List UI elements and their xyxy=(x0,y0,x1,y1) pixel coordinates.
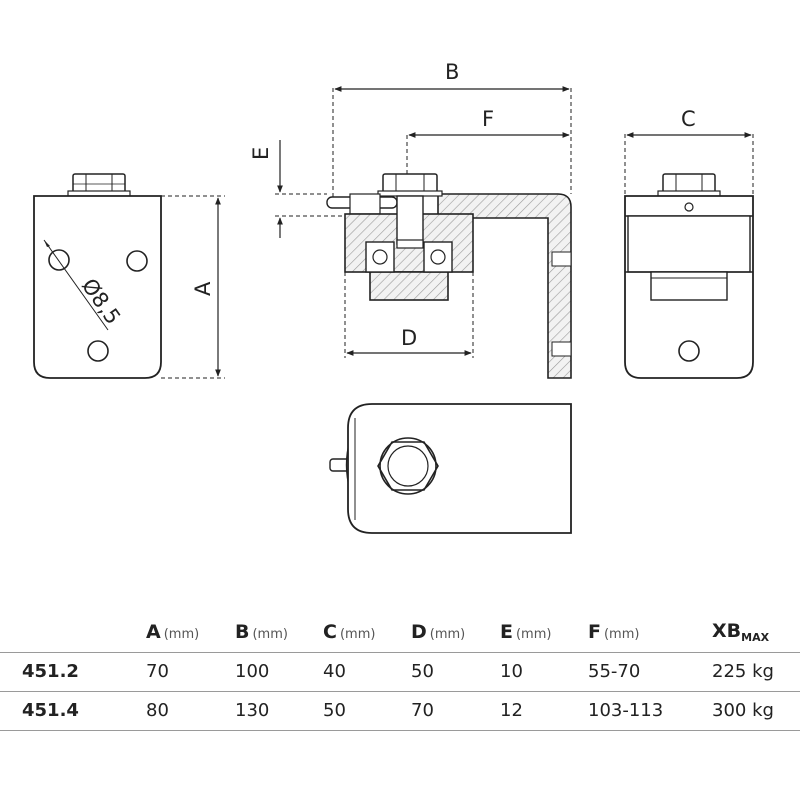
l-bracket xyxy=(437,193,572,379)
header-d: D(mm) xyxy=(411,620,466,643)
cell-b: 100 xyxy=(235,661,270,682)
cell-a: 70 xyxy=(146,661,169,682)
cell-f: 103-113 xyxy=(588,700,664,721)
cell-e: 12 xyxy=(500,700,523,721)
cell-f: 55-70 xyxy=(588,661,641,682)
cell-d: 70 xyxy=(411,700,434,721)
mounting-hole xyxy=(126,250,148,272)
plate-outline xyxy=(33,195,162,379)
plate-outline xyxy=(347,403,572,534)
carriage-body xyxy=(627,215,751,273)
dimension-a-label: A xyxy=(191,281,215,296)
cell-xb: 225 kg xyxy=(712,661,774,682)
header-model xyxy=(0,612,146,652)
cell-d: 50 xyxy=(411,661,434,682)
technical-drawing: Ø8,5 A B xyxy=(33,60,754,534)
mounting-hole xyxy=(678,340,700,362)
specification-table: A(mm) B(mm) C(mm) D(mm) E(mm) F(mm) XBMA… xyxy=(0,612,800,731)
dimension-e-label: E xyxy=(249,147,273,160)
table-row: 451.4 80 130 50 70 12 103-113 300 kg xyxy=(0,691,800,730)
mounting-hole xyxy=(87,340,109,362)
bottom-view xyxy=(329,403,572,534)
header-c: C(mm) xyxy=(323,620,376,643)
header-f: F(mm) xyxy=(588,620,640,643)
cell-model: 451.4 xyxy=(22,700,79,721)
carriage-base xyxy=(369,271,449,301)
dimension-d-label: D xyxy=(401,326,417,350)
dimension-f-label: F xyxy=(482,107,494,131)
cell-model: 451.2 xyxy=(22,661,79,682)
cell-b: 130 xyxy=(235,700,270,721)
left-view: Ø8,5 A xyxy=(33,173,225,379)
header-a: A(mm) xyxy=(146,620,200,643)
cell-xb: 300 kg xyxy=(712,700,774,721)
cell-c: 50 xyxy=(323,700,346,721)
dimension-c-label: C xyxy=(681,107,696,131)
header-e: E(mm) xyxy=(500,620,552,643)
table-header-row: A(mm) B(mm) C(mm) D(mm) E(mm) F(mm) XBMA… xyxy=(0,612,800,652)
cell-e: 10 xyxy=(500,661,523,682)
carriage-base xyxy=(650,271,728,301)
cell-c: 40 xyxy=(323,661,346,682)
right-view: C xyxy=(624,107,754,379)
mounting-hole xyxy=(48,249,70,271)
nut xyxy=(377,441,439,491)
dimension-b-label: B xyxy=(445,60,459,84)
cell-a: 80 xyxy=(146,700,169,721)
header-b: B(mm) xyxy=(235,620,288,643)
header-xb-max: XBMAX xyxy=(712,619,770,644)
shaft xyxy=(396,195,424,245)
table-row: 451.2 70 100 40 50 10 55-70 225 kg xyxy=(0,652,800,691)
section-view: B F E D xyxy=(249,60,572,379)
specification-table-container: A(mm) B(mm) C(mm) D(mm) E(mm) F(mm) XBMA… xyxy=(0,612,800,731)
